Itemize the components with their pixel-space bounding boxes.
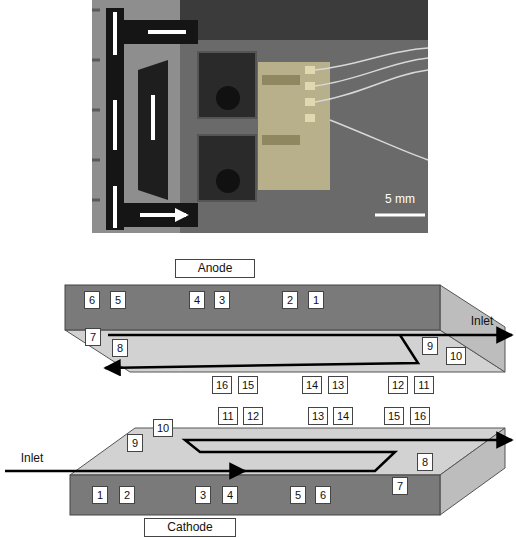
callout-number-text: 11	[222, 409, 233, 423]
callout-number-text: 12	[392, 378, 404, 392]
callout-number: 15	[238, 376, 258, 394]
electrode-label-box: Cathode	[144, 518, 235, 537]
callout-number: 16	[212, 376, 232, 394]
callout-number: 5	[290, 486, 306, 504]
callout-number: 10	[153, 419, 173, 437]
callout-number: 14	[333, 407, 353, 425]
callout-number-text: 2	[123, 488, 131, 502]
callout-number: 9	[127, 434, 143, 452]
callout-number: 6	[315, 486, 331, 504]
device-photo	[92, 0, 428, 233]
callout-number-text: 10	[157, 421, 169, 435]
callout-number: 12	[388, 376, 408, 394]
callout-number-text: 4	[226, 488, 234, 502]
callout-number: 3	[214, 291, 230, 309]
callout-number-text: 15	[242, 378, 254, 392]
callout-number-text: 5	[114, 293, 122, 307]
callout-number: 4	[222, 486, 238, 504]
callout-number-text: 2	[286, 293, 294, 307]
callout-number: 4	[189, 291, 205, 309]
callout-number: 7	[85, 328, 101, 346]
callout-number-text: 7	[89, 330, 97, 344]
callout-number: 10	[446, 347, 466, 365]
callout-number-text: 12	[247, 409, 259, 423]
callout-number-text: 1	[312, 293, 320, 307]
callout-number-text: 10	[450, 349, 462, 363]
callout-number: 2	[282, 291, 298, 309]
electrode-label-box: Anode	[175, 259, 256, 278]
callout-number: 2	[119, 486, 135, 504]
callout-number-text: 3	[199, 488, 207, 502]
callout-number-text: 15	[388, 409, 400, 423]
callout-number: 8	[112, 339, 128, 357]
callout-number: 1	[308, 291, 324, 309]
electrode-name: Anode	[198, 261, 233, 276]
callout-number-text: 6	[319, 488, 327, 502]
callout-number: 9	[422, 337, 438, 355]
callout-number-text: 5	[294, 488, 302, 502]
callout-number-text: 13	[332, 378, 344, 392]
scale-bar-label: 5 mm	[385, 192, 415, 206]
inlet-label: Inlet	[21, 451, 44, 465]
callout-number: 15	[384, 407, 404, 425]
callout-number-text: 16	[216, 378, 228, 392]
callout-number: 12	[243, 407, 263, 425]
callout-number-text: 9	[426, 339, 434, 353]
callout-number-text: 8	[116, 341, 124, 355]
callout-number-text: 8	[421, 455, 429, 469]
callout-number: 16	[410, 407, 430, 425]
callout-number-text: 16	[414, 409, 426, 423]
callout-number: 8	[417, 453, 433, 471]
callout-number-text: 11	[418, 378, 429, 392]
callout-number: 14	[302, 376, 322, 394]
inlet-label: Inlet	[471, 314, 494, 328]
callout-number-text: 14	[337, 409, 349, 423]
callout-number: 11	[218, 407, 237, 425]
callout-number-text: 13	[312, 409, 324, 423]
anode-plate	[65, 285, 512, 372]
callout-number-text: 14	[306, 378, 318, 392]
callout-number: 5	[110, 291, 126, 309]
callout-number-text: 4	[193, 293, 201, 307]
callout-number-text: 3	[218, 293, 226, 307]
callout-number-text: 7	[396, 479, 404, 493]
electrode-name: Cathode	[167, 520, 212, 535]
cathode-plate	[5, 428, 512, 515]
callout-number: 6	[84, 291, 100, 309]
callout-number: 7	[392, 477, 408, 495]
callout-number-text: 6	[88, 293, 96, 307]
callout-number: 11	[414, 376, 433, 394]
callout-number: 3	[195, 486, 211, 504]
callout-number-text: 9	[131, 436, 139, 450]
callout-number: 1	[92, 486, 108, 504]
callout-number: 13	[328, 376, 348, 394]
callout-number: 13	[308, 407, 328, 425]
callout-number-text: 1	[96, 488, 104, 502]
